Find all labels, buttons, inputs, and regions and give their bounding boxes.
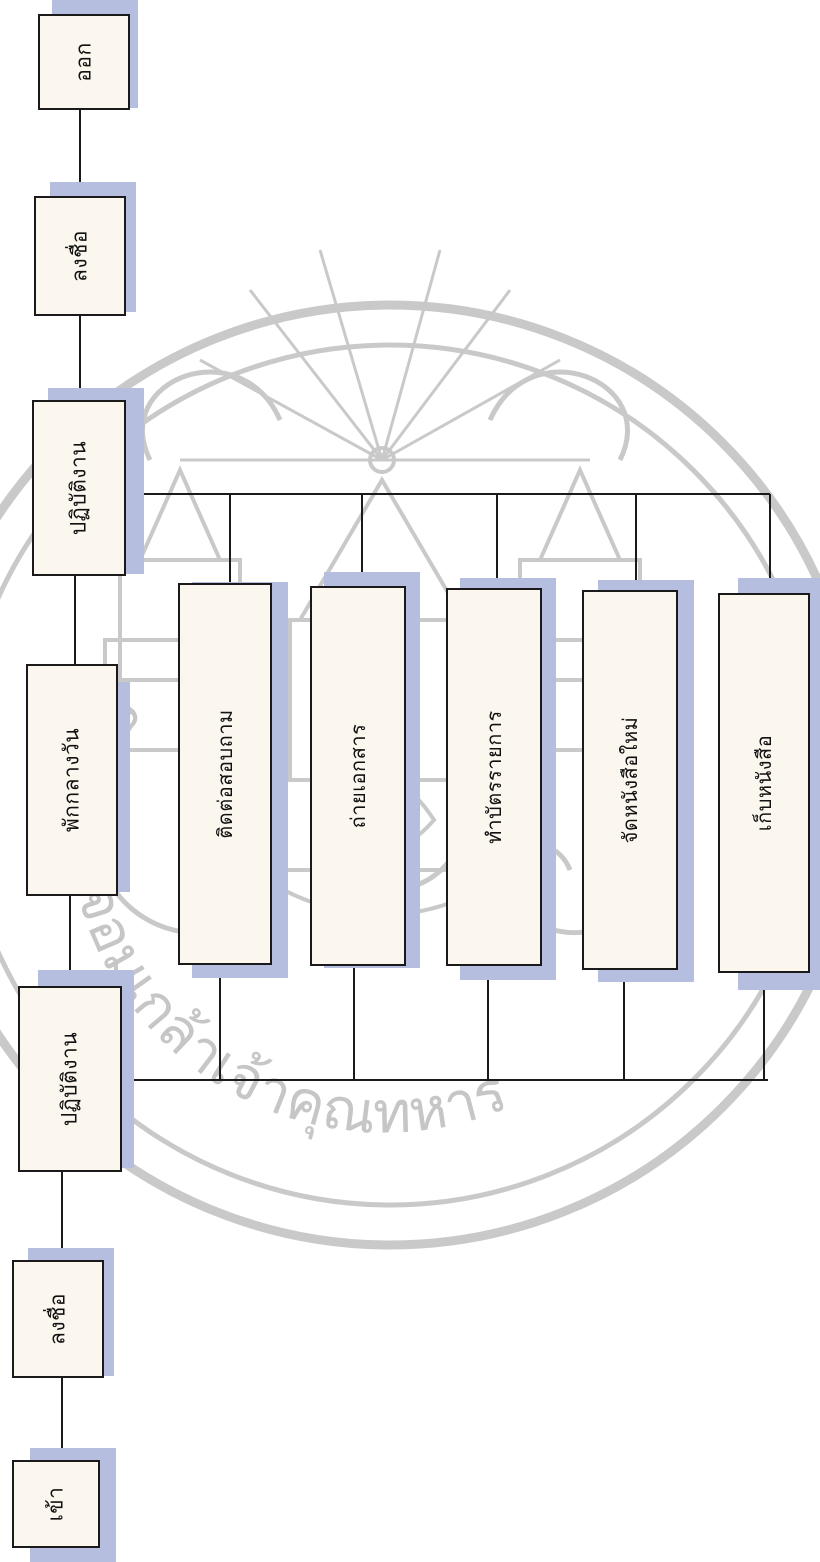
task-arrange-new-books: จัดหนังสือใหม่ bbox=[582, 590, 678, 970]
box-enter-label: เข้า bbox=[40, 1487, 73, 1522]
box-enter: เข้า bbox=[12, 1460, 100, 1548]
box-work-2-label: ปฏิบัติงาน bbox=[63, 441, 96, 535]
task-arrange-new-books-label: จัดหนังสือใหม่ bbox=[614, 717, 646, 844]
task-contact-inquiry: ติดต่อสอบถาม bbox=[178, 583, 272, 965]
box-work-1: ปฏิบัติงาน bbox=[18, 986, 122, 1172]
box-exit-label: ออก bbox=[68, 42, 101, 81]
box-work-1-label: ปฏิบัติงาน bbox=[54, 1032, 87, 1126]
task-copy-documents-label: ถ่ายเอกสาร bbox=[342, 724, 374, 829]
box-exit: ออก bbox=[38, 14, 130, 110]
task-make-catalog-cards: ทำบัตรรายการ bbox=[446, 588, 542, 966]
box-lunch-label: พักกลางวัน bbox=[56, 728, 89, 832]
box-sign-in-1: ลงชื่อ bbox=[12, 1260, 104, 1378]
task-copy-documents: ถ่ายเอกสาร bbox=[310, 586, 406, 966]
box-sign-in-1-label: ลงชื่อ bbox=[42, 1293, 75, 1345]
box-sign-in-2-label: ลงชื่อ bbox=[64, 230, 97, 282]
task-shelve-books-label: เก็บหนังสือ bbox=[748, 735, 780, 831]
box-work-2: ปฏิบัติงาน bbox=[32, 400, 126, 576]
task-make-catalog-cards-label: ทำบัตรรายการ bbox=[478, 710, 510, 844]
box-lunch: พักกลางวัน bbox=[26, 664, 118, 896]
task-shelve-books: เก็บหนังสือ bbox=[718, 593, 810, 973]
box-sign-in-2: ลงชื่อ bbox=[34, 196, 126, 316]
task-contact-inquiry-label: ติดต่อสอบถาม bbox=[209, 709, 241, 838]
